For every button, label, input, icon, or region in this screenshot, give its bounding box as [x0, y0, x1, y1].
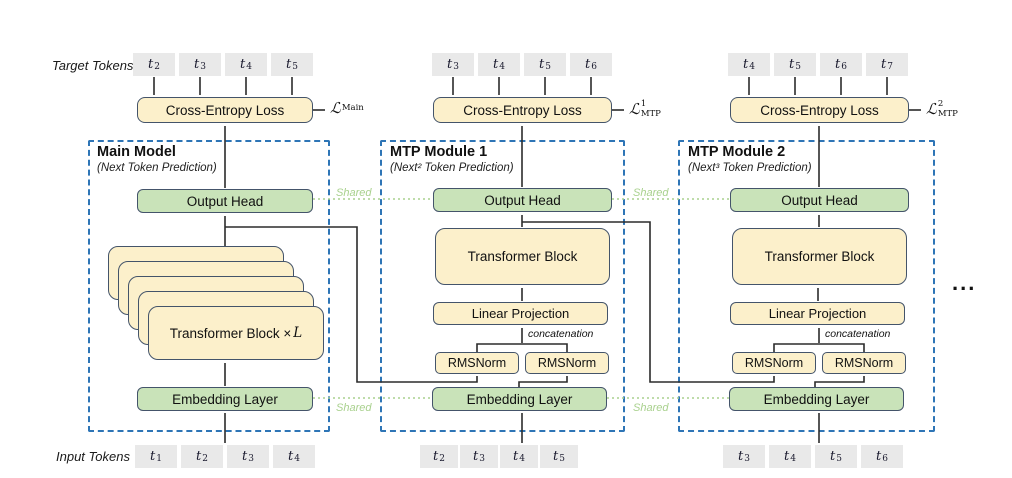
rmsnorm-left-box-mtp1: RMSNorm: [435, 352, 519, 374]
mtp2-title: MTP Module 2: [688, 144, 786, 160]
output-head-box-mtp2: Output Head: [730, 188, 909, 212]
embedding-layer-box-mtp2: Embedding Layer: [729, 387, 904, 411]
target-tokens-label: Target Tokens: [52, 58, 134, 73]
shared-label: Shared: [336, 402, 372, 414]
output-head-box-main: Output Head: [137, 189, 313, 213]
linear-projection-box-mtp1: Linear Projection: [433, 302, 608, 325]
continuation-ellipsis: ...: [952, 270, 977, 295]
input-tokens-label: Input Tokens: [56, 449, 130, 464]
main-model-title: Main Model: [97, 144, 176, 160]
concatenation-label-mtp2: concatenation: [825, 328, 891, 340]
concatenation-label-mtp1: concatenation: [528, 328, 594, 340]
cross-entropy-loss-box-mtp2: Cross-Entropy Loss: [730, 97, 909, 123]
rmsnorm-left-box-mtp2: RMSNorm: [732, 352, 816, 374]
rmsnorm-right-box-mtp1: RMSNorm: [525, 352, 609, 374]
cross-entropy-loss-box-mtp1: Cross-Entropy Loss: [433, 97, 612, 123]
linear-projection-box-mtp2: Linear Projection: [730, 302, 905, 325]
output-head-box-mtp1: Output Head: [433, 188, 612, 212]
mtp1-subtitle: (Next² Token Prediction): [390, 162, 514, 174]
shared-label: Shared: [633, 187, 669, 199]
cross-entropy-loss-box-main: Cross-Entropy Loss: [137, 97, 313, 123]
mtp1-title: MTP Module 1: [390, 144, 488, 160]
transformer-block-box-mtp1: Transformer Block: [435, 228, 610, 285]
mtp2-subtitle: (Next³ Token Prediction): [688, 162, 812, 174]
main-model-subtitle: (Next Token Prediction): [97, 162, 217, 174]
embedding-layer-box-mtp1: Embedding Layer: [432, 387, 607, 411]
transformer-block-stack-main: Transformer Block ×L: [148, 306, 324, 360]
embedding-layer-box-main: Embedding Layer: [137, 387, 313, 411]
shared-label: Shared: [633, 402, 669, 414]
rmsnorm-right-box-mtp2: RMSNorm: [822, 352, 906, 374]
shared-label: Shared: [336, 187, 372, 199]
transformer-block-box-mtp2: Transformer Block: [732, 228, 907, 285]
